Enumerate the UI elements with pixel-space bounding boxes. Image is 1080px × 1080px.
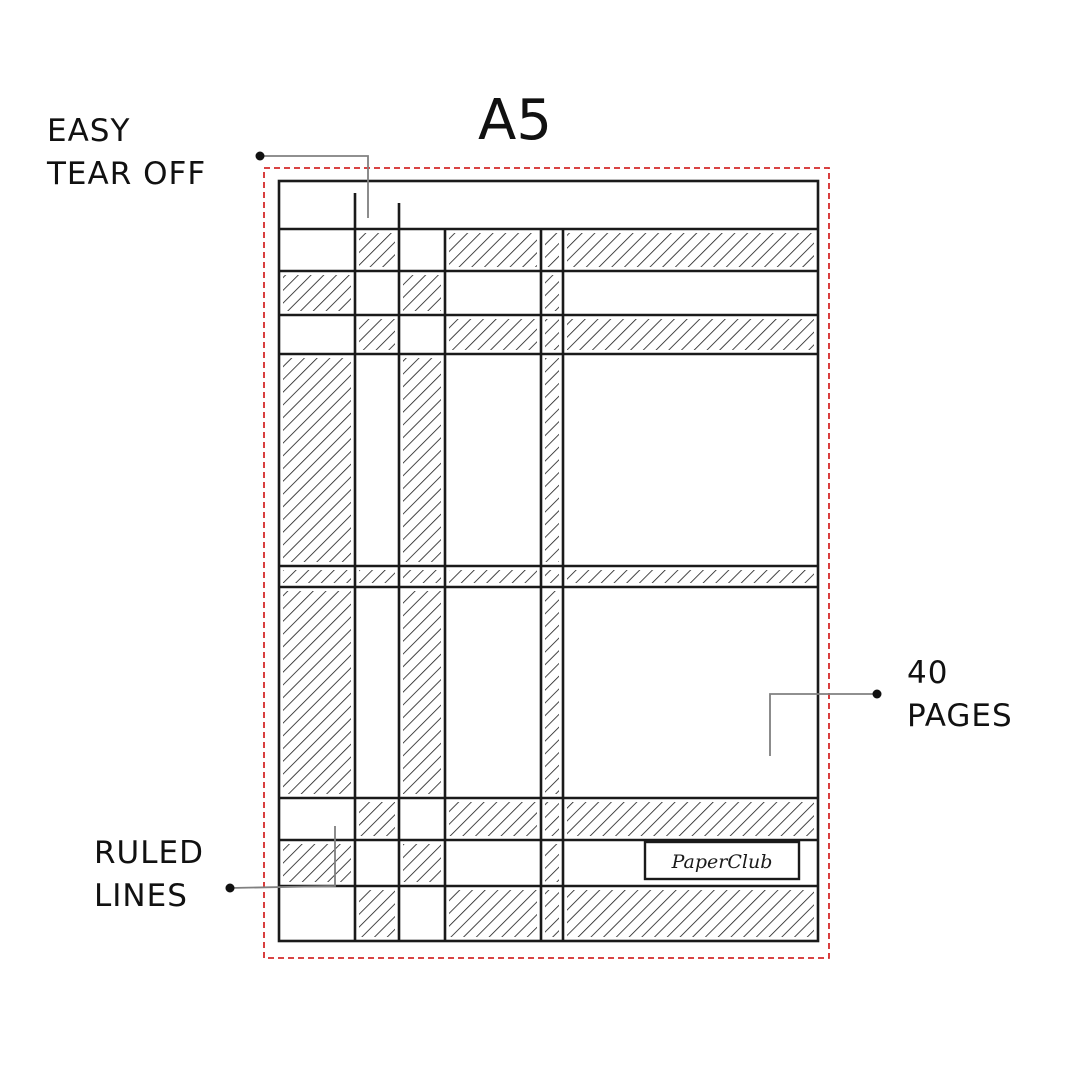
leader-dot [872,689,882,699]
hatched-cell [567,570,814,583]
hatched-cell [567,802,814,836]
leader-tear-off [260,155,369,218]
hatched-cell [449,319,537,350]
hatched-cell [567,890,814,937]
hatched-cell [567,319,814,350]
hatched-cell [449,570,537,583]
hatched-cell [545,319,559,350]
page-boundary-dashed [263,167,830,959]
hatched-cell [283,358,351,562]
callout-ruled-lines: RULED LINES [94,832,204,918]
callout-line: PAGES [907,698,1013,734]
size-title: A5 [478,88,552,153]
hatched-cell [283,570,351,583]
svg-text:PaperClub: PaperClub [671,851,773,873]
hatched-cell [545,844,559,882]
hatched-cell [545,570,559,583]
leader-ruled [229,826,336,889]
hatched-cell [403,275,441,311]
hatched-cell [403,570,441,583]
callout-line: RULED [94,835,204,871]
hatched-cell [283,275,351,311]
hatched-cell [545,890,559,937]
callout-easy-tear-off: EASY TEAR OFF [47,110,206,196]
notepad-outline [277,179,820,943]
hatched-cell [449,890,537,937]
hatched-cell [449,802,537,836]
hatched-cell [403,358,441,562]
callout-line: LINES [94,878,188,914]
hatched-cell [359,570,395,583]
hatched-cell [449,233,537,267]
hatched-cell [403,591,441,794]
callout-line: EASY [47,113,131,149]
hatched-cell [359,802,395,836]
callout-line: TEAR OFF [47,156,207,192]
hatched-cell [283,844,351,882]
leader-pages [769,693,877,756]
callout-line: 40 [907,655,949,691]
hatched-cell [359,890,395,937]
leader-dot [255,151,265,161]
hatched-cell [359,319,395,350]
hatched-cell [545,358,559,562]
callout-40-pages: 40 PAGES [907,652,1013,738]
hatched-cell [545,233,559,267]
hatched-cell [403,844,441,882]
hatched-cell [545,275,559,311]
leader-dot [225,883,235,893]
hatched-cell [359,233,395,267]
hatched-cell [545,802,559,836]
hatched-cell [567,233,814,267]
hatched-cell [545,591,559,794]
brand-logo: PaperClub [643,840,801,881]
hatched-cell [283,591,351,794]
